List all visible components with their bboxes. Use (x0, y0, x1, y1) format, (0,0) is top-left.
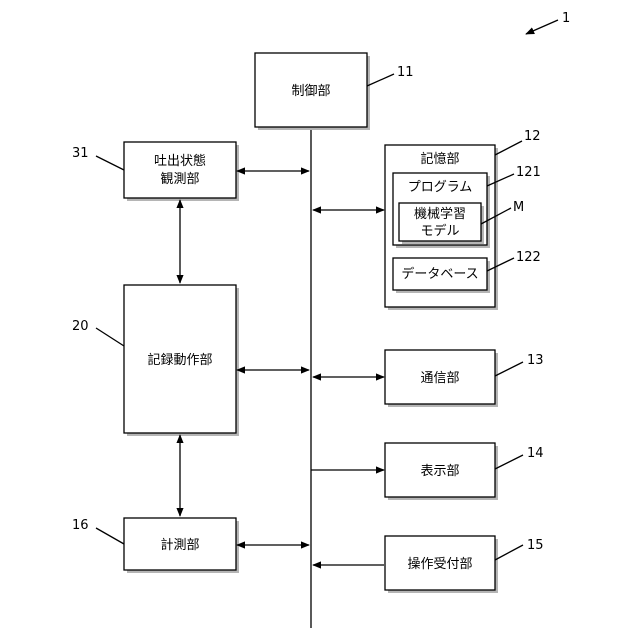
control-ref-leader (367, 74, 394, 86)
ejection-observer-label-line2: 観測部 (160, 172, 199, 187)
storage-ref: 12 (524, 129, 541, 144)
control-label: 制御部 (291, 84, 330, 99)
recording-unit-ref: 20 (72, 319, 89, 334)
ml-model-ref: M (513, 200, 524, 215)
display-ref-leader (495, 455, 523, 469)
operation-input-label: 操作受付部 (407, 556, 472, 572)
ejection-observer-ref: 31 (72, 146, 89, 161)
database-block: データベース (393, 258, 490, 293)
ml-model-block: 機械学習 モデル (399, 203, 484, 244)
communication-label: 通信部 (420, 371, 459, 386)
program-ref: 121 (516, 165, 541, 180)
measuring-unit-block: 計測部 (124, 518, 239, 573)
display-ref: 14 (527, 446, 544, 461)
measuring-unit-label: 計測部 (160, 537, 199, 553)
system-ref: 1 (562, 11, 570, 26)
operation-input-ref: 15 (527, 538, 544, 553)
control-ref: 11 (397, 65, 414, 80)
ejection-observer-label-line1: 吐出状態 (154, 153, 206, 169)
ml-model-label-line2: モデル (420, 223, 459, 239)
communication-ref: 13 (527, 353, 544, 368)
database-ref: 122 (516, 250, 541, 265)
measuring-unit-ref-leader (96, 528, 124, 544)
recording-unit-label: 記録動作部 (147, 352, 212, 368)
storage-ref-leader (495, 141, 522, 155)
communication-ref-leader (495, 362, 523, 376)
ml-model-label-line1: 機械学習 (414, 206, 466, 222)
measuring-unit-ref: 16 (72, 518, 89, 533)
display-label: 表示部 (420, 464, 459, 479)
ejection-observer-block: 吐出状態 観測部 (124, 142, 239, 201)
operation-input-ref-leader (495, 545, 523, 560)
ejection-observer-ref-leader (96, 156, 124, 170)
system-leader-line (526, 20, 558, 34)
database-label: データベース (401, 266, 478, 282)
communication-block: 通信部 (385, 350, 498, 407)
recording-unit-ref-leader (96, 328, 124, 346)
operation-input-block: 操作受付部 (385, 536, 498, 593)
storage-label: 記憶部 (420, 151, 459, 167)
display-block: 表示部 (385, 443, 498, 500)
control-block: 制御部 (255, 53, 370, 130)
recording-unit-block: 記録動作部 (124, 285, 239, 436)
program-label: プログラム (408, 180, 473, 195)
